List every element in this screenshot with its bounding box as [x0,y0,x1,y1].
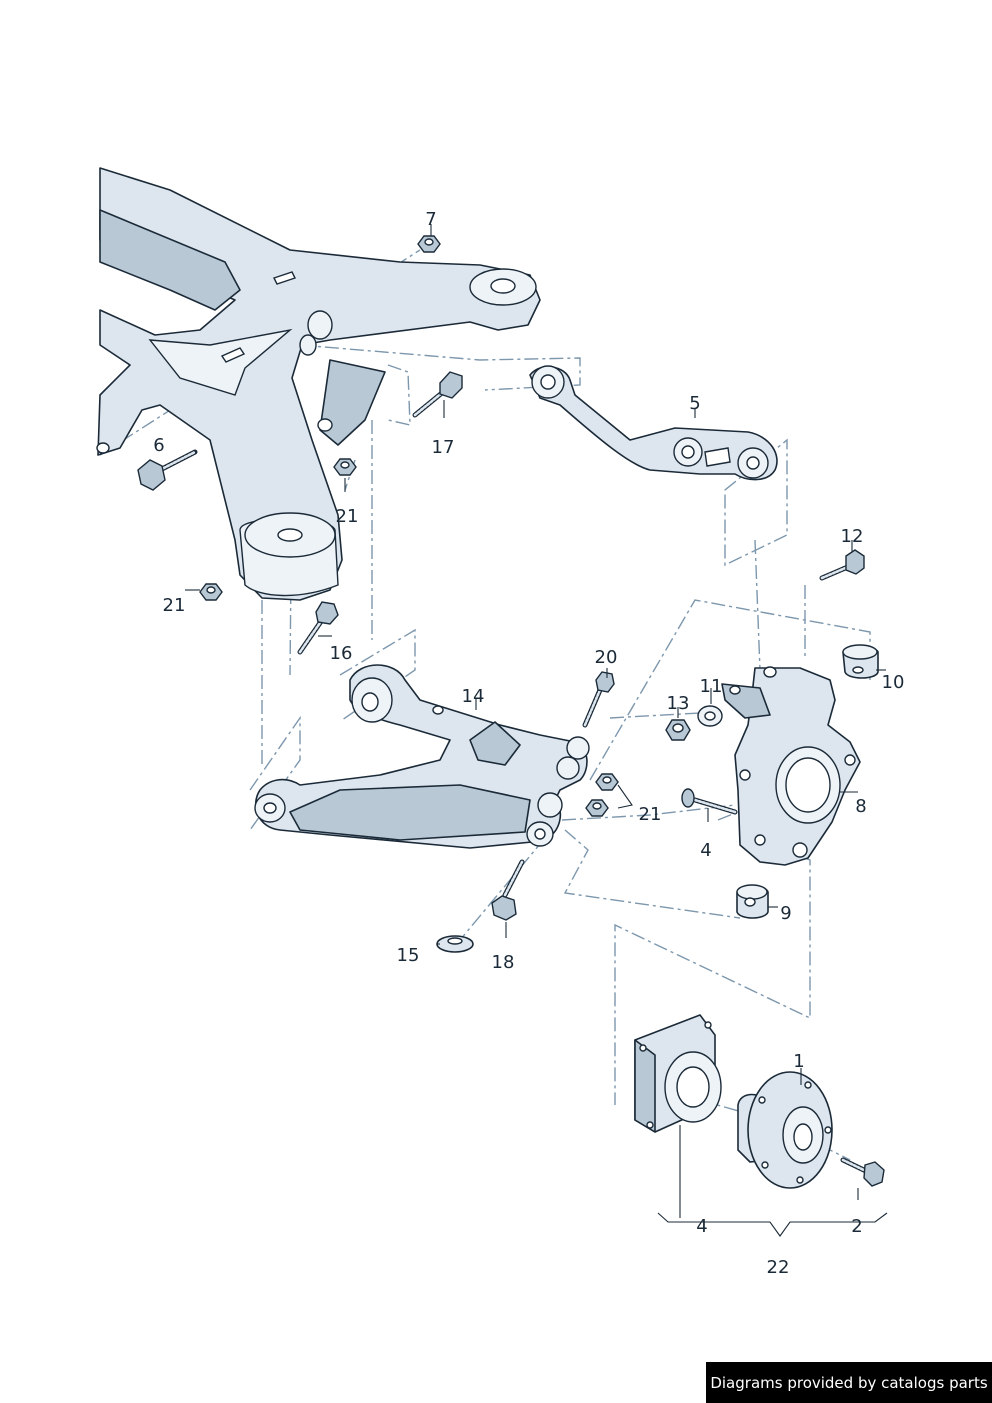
bushing-9 [736,884,769,919]
callout-7: 7 [425,209,436,230]
bolt-4 [681,788,738,815]
washer-11 [697,705,723,727]
callout-21-upper: 21 [336,506,359,527]
washer-15 [436,935,474,953]
nut-21-arm-b [585,799,609,817]
bolt-16 [297,601,339,655]
nut-7 [417,235,441,253]
wheel-hub [737,1071,833,1189]
callout-11: 11 [700,676,723,697]
rear-subframe [96,167,541,601]
nut-21-arm-a [595,773,619,791]
lower-control-arm [254,664,590,849]
nut-21-upper [333,458,357,476]
credit-badge: Diagrams provided by catalogs parts [706,1362,992,1403]
wheel-bearing-housing [634,1014,722,1133]
callout-5: 5 [689,393,700,414]
nut-13 [665,719,691,741]
nut-21-left [199,583,223,601]
bolt-20 [582,671,615,728]
callout-20: 20 [595,647,618,668]
callout-12: 12 [841,526,864,547]
callout-21-left: 21 [163,595,186,616]
callout-17: 17 [432,437,455,458]
callout-1: 1 [793,1051,804,1072]
callout-22: 22 [767,1257,790,1278]
callout-16: 16 [330,643,353,664]
leader-lines [185,224,888,1237]
callout-14: 14 [462,686,485,707]
bolt-2 [840,1157,885,1187]
callout-2: 2 [851,1216,862,1237]
bushing-10 [842,644,879,679]
credit-text: Diagrams provided by catalogs parts [710,1373,988,1392]
callout-4-carrier: 4 [700,840,711,861]
callout-15: 15 [397,945,420,966]
callout-labels: 7 17 6 21 21 16 5 12 10 11 13 20 14 21 8… [153,209,904,1278]
callout-6: 6 [153,435,164,456]
callout-8: 8 [855,796,866,817]
bolt-6 [137,449,198,491]
callout-13: 13 [667,693,690,714]
callout-21-arm: 21 [639,804,662,825]
wheel-carrier [721,666,861,866]
upper-control-arm [529,365,778,481]
callout-4-housing: 4 [696,1216,707,1237]
callout-9: 9 [780,903,791,924]
callout-18: 18 [492,952,515,973]
bolt-17 [412,371,463,418]
callout-10: 10 [882,672,905,693]
bolt-18 [491,859,525,921]
bolt-12 [819,549,865,581]
